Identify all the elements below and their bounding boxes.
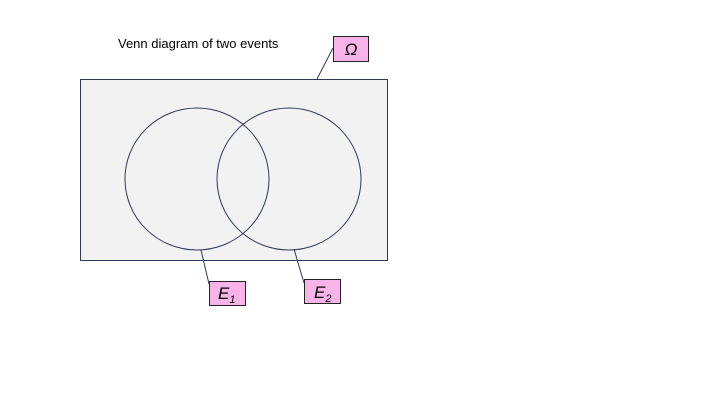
e1-leader-line xyxy=(200,249,210,285)
e1-label-subscript: 1 xyxy=(229,294,235,306)
e2-label: E2 xyxy=(304,279,341,305)
e2-label-box xyxy=(304,279,341,304)
omega-label-box xyxy=(333,36,369,62)
sample-space-rect xyxy=(80,79,388,261)
e2-label-text: E2 xyxy=(314,283,331,305)
diagram-title: Venn diagram of two events xyxy=(118,36,279,51)
e1-label-box xyxy=(209,281,246,306)
omega-label-text: Ω xyxy=(345,40,358,59)
e1-label-base: E xyxy=(218,284,230,303)
omega-leader-line xyxy=(316,47,334,80)
e2-label-subscript: 2 xyxy=(324,293,331,305)
event-e1-circle xyxy=(124,107,270,251)
event-e2-circle xyxy=(216,107,362,251)
omega-label: Ω xyxy=(333,36,369,62)
e1-label-text: E1 xyxy=(218,284,235,306)
e2-label-base: E xyxy=(314,283,326,302)
e1-label: E1 xyxy=(209,281,246,306)
e2-leader-line xyxy=(293,248,305,284)
